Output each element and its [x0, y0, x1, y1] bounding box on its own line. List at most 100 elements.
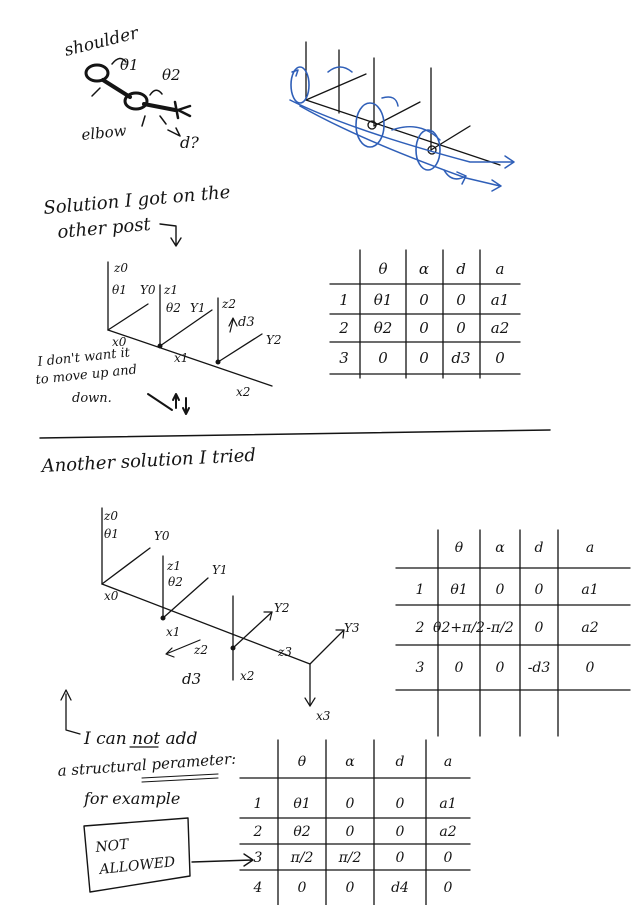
table3-cell: 1	[254, 796, 263, 812]
table3-header-cell: a	[444, 754, 452, 770]
f2-d3: d3	[182, 670, 201, 688]
f2-x3: x3	[316, 709, 331, 723]
lower-link	[144, 104, 175, 110]
blue-3d-sketch	[290, 42, 514, 191]
table3-cell: a2	[439, 824, 456, 840]
label-theta2-top: θ2	[162, 66, 181, 84]
section-divider	[40, 430, 550, 438]
gripper-icon	[175, 102, 190, 118]
dont-want-note: I don't want it to move up and down.	[35, 345, 189, 414]
arrow-right-icon	[192, 854, 253, 866]
table3-cell: θ2	[293, 824, 310, 840]
table2-header-cell: a	[586, 540, 594, 556]
table3-cell: 0	[396, 796, 405, 812]
f2-x2: x2	[240, 669, 254, 683]
note-dont-want-line3: down.	[72, 391, 112, 406]
f2-x0: x0	[104, 589, 119, 603]
f1-d3: d3	[238, 315, 255, 330]
table3-cell: d4	[391, 880, 409, 896]
table2-cell: 0	[496, 660, 505, 676]
table1-header-cell: α	[419, 260, 429, 278]
f2-y3: Y3	[344, 621, 360, 635]
table2-cell: 3	[416, 660, 425, 676]
note-cannot-add-line1: I can not add	[83, 729, 198, 749]
f2-y2: Y2	[274, 601, 290, 615]
table1-cell: 0	[419, 291, 429, 309]
table2-cell: 0	[586, 660, 595, 676]
table2-cell: 0	[496, 582, 505, 598]
table2-header-cell: θ	[455, 540, 464, 556]
table2-header-cell: d	[535, 540, 544, 556]
f2-z2: z2	[193, 643, 208, 657]
arrow-down-icon	[160, 224, 181, 246]
table2-cell: 2	[415, 620, 425, 636]
elbow-joint	[125, 93, 147, 109]
up-down-arrows-icon	[148, 394, 189, 414]
table3-header-cell: θ	[298, 754, 307, 770]
table3-header-cell: d	[396, 754, 405, 770]
table1-cell: 0	[456, 291, 466, 309]
f1-z0: z0	[113, 261, 128, 275]
table3-cell: 4	[253, 880, 263, 896]
note-cannot-add-line3: for example	[83, 789, 180, 808]
table1-header-cell: d	[456, 260, 466, 278]
table1-cell: θ2	[374, 319, 393, 337]
label-d-question: d?	[180, 133, 199, 152]
f2-x1: x1	[166, 625, 180, 639]
f1-x1: x1	[174, 351, 188, 365]
table1-cell: 1	[339, 291, 349, 309]
table1-cell: 2	[338, 319, 349, 337]
shoulder-down-arrow	[92, 88, 100, 96]
table1-header-cell: θ	[378, 260, 387, 278]
f1-x2: x2	[236, 385, 250, 399]
table2-cell: θ2+π/2	[433, 620, 485, 636]
f1-y2: Y2	[266, 333, 282, 347]
table2-cell: a1	[581, 582, 598, 598]
table3-header-cell: α	[345, 754, 355, 770]
f2-z0: z0	[103, 509, 118, 523]
table3-cell: 0	[396, 850, 405, 866]
table3-cell: 0	[444, 880, 453, 896]
f1-z2: z2	[221, 297, 236, 311]
table3-cell: 0	[346, 824, 355, 840]
upper-link	[103, 80, 130, 97]
table1-cell: 0	[419, 319, 429, 337]
f2-y0: Y0	[154, 529, 170, 543]
f2-theta2: θ2	[168, 575, 183, 589]
table1-cell: a2	[491, 319, 510, 337]
not-allowed-box: NOT ALLOWED	[84, 818, 253, 892]
table3-cell: π/2	[290, 850, 314, 866]
f1-theta1: θ1	[112, 283, 127, 297]
label-elbow: elbow	[81, 121, 128, 144]
table2-cell: 0	[455, 660, 464, 676]
table3-cell: θ1	[293, 796, 310, 812]
frames-sketch-2: z0 θ1 Y0 x0 z1 θ2 Y1 x1 Y2 z2 x2 d3 z3 Y…	[102, 508, 360, 723]
table3-cell: π/2	[338, 850, 362, 866]
table2-cell: -d3	[528, 660, 551, 676]
f2-y1: Y1	[212, 563, 228, 577]
table1-header-cell: a	[496, 260, 505, 278]
arrow-up-icon	[61, 690, 80, 734]
table3-cell: 0	[346, 880, 355, 896]
table3-cell: 0	[444, 850, 453, 866]
table2-cell: 1	[416, 582, 425, 598]
table3-cell: 3	[254, 850, 263, 866]
table3-cell: a1	[439, 796, 456, 812]
table2-cell: 0	[535, 582, 544, 598]
d-direction-arrow	[168, 128, 180, 136]
table1-cell: 0	[378, 349, 388, 367]
table1-cell: 0	[456, 319, 466, 337]
f1-y0: Y0	[140, 283, 156, 297]
f1-theta2: θ2	[166, 301, 181, 315]
table1-cell: 0	[419, 349, 429, 367]
caption-another-solution: Another solution I tried	[39, 445, 256, 477]
f1-z1: z1	[163, 283, 178, 297]
frames-sketch-1: z0 θ1 Y0 x0 z1 θ2 Y1 x1 z2 d3 Y2 x2	[108, 261, 282, 399]
table2-cell: a2	[581, 620, 598, 636]
table3-cell: 0	[396, 824, 405, 840]
table2-cell: -π/2	[486, 620, 514, 636]
